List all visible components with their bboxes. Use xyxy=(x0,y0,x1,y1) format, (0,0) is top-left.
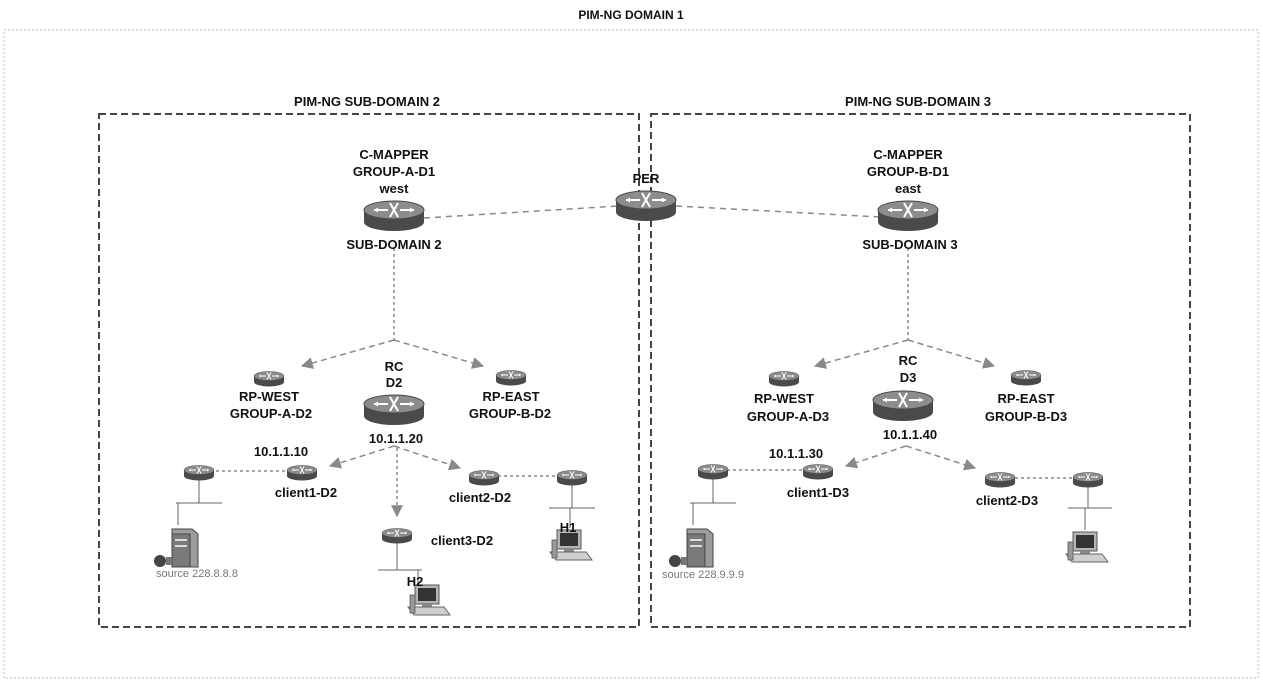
h2-workstation-icon xyxy=(407,584,451,616)
rc-d2-ip: 10.1.1.20 xyxy=(369,431,423,446)
client3-d2-label: client3-D2 xyxy=(431,533,493,548)
cmapper-d3-subdomain: SUB-DOMAIN 3 xyxy=(862,237,957,252)
rp-east-d3-router-icon xyxy=(1010,370,1042,386)
rp-west-d2-router-icon xyxy=(253,371,285,387)
source-d2-server-icon xyxy=(153,528,199,568)
link-rc3-client2 xyxy=(905,445,977,471)
cmapper-d2-router-icon xyxy=(363,200,425,232)
link-rc2-rpwest xyxy=(300,339,395,369)
rp-east-d3-group: GROUP-B-D3 xyxy=(985,409,1067,424)
link-cmapper2-per xyxy=(423,205,619,219)
cmapper-d2-label: C-MAPPER xyxy=(359,147,429,162)
per-label: PER xyxy=(633,171,660,186)
client2-d3-router-icon xyxy=(984,472,1016,488)
client1-d2-router-icon xyxy=(286,465,318,481)
client3-d2-router-icon xyxy=(381,528,413,544)
cmapper-d2-zone: west xyxy=(379,181,410,196)
client1-d2-ip: 10.1.1.10 xyxy=(254,444,308,459)
subdomain-3-box xyxy=(650,113,1191,628)
source-d2-label: source 228.8.8.8 xyxy=(156,568,238,580)
rp-west-d2-group: GROUP-A-D2 xyxy=(230,406,312,421)
rp-east-d2-group: GROUP-B-D2 xyxy=(469,406,551,421)
lan-d2-router-icon xyxy=(183,465,215,481)
link-per-cmapper3 xyxy=(675,205,881,218)
subdomain-2-title: PIM-NG SUB-DOMAIN 2 xyxy=(294,94,440,109)
cmapper-d3-zone: east xyxy=(895,181,922,196)
rc-d2-label: RC xyxy=(385,359,404,374)
link-rc2-rpeast xyxy=(393,339,485,369)
rp-west-d2-label: RP-WEST xyxy=(239,389,299,404)
rp-east-d2-label: RP-EAST xyxy=(482,389,539,404)
rc-d3-ip: 10.1.1.40 xyxy=(883,427,937,442)
rc-d2-domain: D2 xyxy=(386,375,403,390)
rp-west-d3-router-icon xyxy=(768,371,800,387)
rp-east-d2-router-icon xyxy=(495,370,527,386)
cmapper-d3-router-icon xyxy=(877,200,939,232)
source-d3-label: source 228.9.9.9 xyxy=(662,569,744,581)
client1-d3-label: client1-D3 xyxy=(787,485,849,500)
link-rc3-rpwest xyxy=(813,339,909,369)
link-rc3-client1 xyxy=(844,445,907,469)
links xyxy=(216,205,1082,518)
h-d3-workstation-icon xyxy=(1065,531,1109,563)
domain-border xyxy=(3,29,1259,679)
link-rc2-client1 xyxy=(328,445,395,469)
h2-label: H2 xyxy=(407,574,424,589)
h1-router-icon xyxy=(556,470,588,486)
subdomain-3-title: PIM-NG SUB-DOMAIN 3 xyxy=(845,94,991,109)
diagram-title: PIM-NG DOMAIN 1 xyxy=(578,8,684,22)
client1-d3-ip: 10.1.1.30 xyxy=(769,446,823,461)
client1-d2-label: client1-D2 xyxy=(275,485,337,500)
cmapper-d2-group: GROUP-A-D1 xyxy=(353,164,435,179)
client2-d3-label: client2-D3 xyxy=(976,493,1038,508)
cmapper-d2-subdomain: SUB-DOMAIN 2 xyxy=(346,237,441,252)
link-rc3-rpeast xyxy=(907,339,996,369)
rc-d3-router-icon xyxy=(872,390,934,422)
rc-d3-domain: D3 xyxy=(900,370,917,385)
source-d3-server-icon xyxy=(668,528,714,568)
lan-d3-router-icon xyxy=(697,464,729,480)
client1-d3-router-icon xyxy=(802,464,834,480)
client2-d2-router-icon xyxy=(468,470,500,486)
rp-east-d3-label: RP-EAST xyxy=(997,391,1054,406)
rc-d2-router-icon xyxy=(363,394,425,426)
rp-west-d3-group: GROUP-A-D3 xyxy=(747,409,829,424)
per-router-icon xyxy=(615,190,677,222)
cmapper-d3-label: C-MAPPER xyxy=(873,147,943,162)
rc-d3-label: RC xyxy=(899,353,918,368)
h-d3-router-icon xyxy=(1072,472,1104,488)
h1-label: H1 xyxy=(560,520,577,535)
lan-segments xyxy=(176,477,1112,584)
link-rc2-client2 xyxy=(393,445,462,471)
cmapper-d3-group: GROUP-B-D1 xyxy=(867,164,949,179)
client2-d2-label: client2-D2 xyxy=(449,490,511,505)
rp-west-d3-label: RP-WEST xyxy=(754,391,814,406)
subdomain-2-box xyxy=(98,113,640,628)
